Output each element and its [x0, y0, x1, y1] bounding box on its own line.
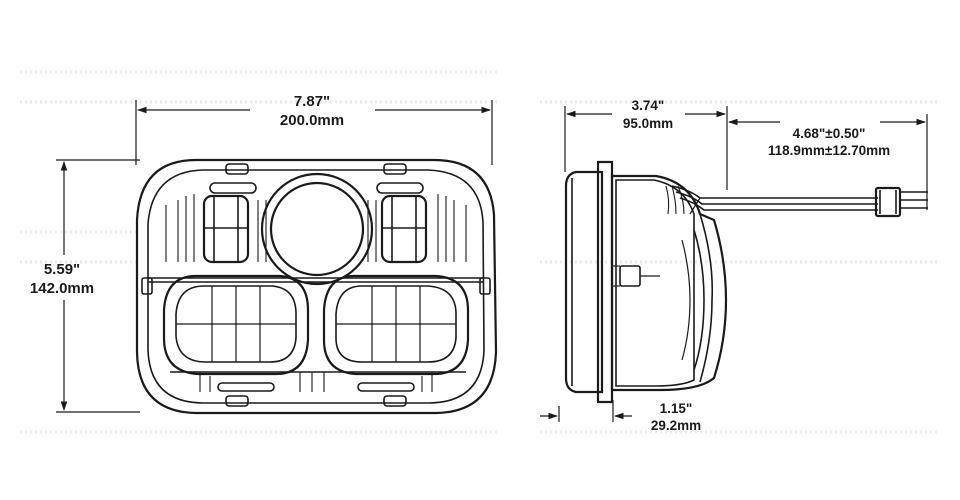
- wire-connector: [874, 186, 902, 218]
- lead-length-inches: 4.68"±0.50": [793, 126, 866, 141]
- front-height-dimension: 5.59" 142.0mm: [30, 159, 140, 413]
- wire-harness: [671, 185, 928, 218]
- flange-dimension: 1.15" 29.2mm: [540, 400, 701, 433]
- side-housing-body: [610, 174, 728, 392]
- headlight-housing: [135, 158, 498, 415]
- lower-left-lens: [162, 274, 310, 376]
- side-depth-inches: 3.74": [632, 98, 665, 113]
- side-depth-dimension: 3.74" 95.0mm: [564, 98, 728, 190]
- lead-length-mm: 118.9mm±12.70mm: [768, 143, 890, 158]
- upper-marker-lamps: [202, 194, 428, 264]
- center-round-lamp: [260, 172, 374, 286]
- lower-right-lens: [322, 274, 470, 376]
- front-height-inches: 5.59": [44, 261, 80, 278]
- flange-inches: 1.15": [660, 401, 693, 416]
- mounting-tabs: [141, 163, 491, 407]
- wire-lead-dimension: 4.68"±0.50" 118.9mm±12.70mm: [728, 114, 928, 210]
- flange-mm: 29.2mm: [651, 418, 701, 433]
- side-heat-fins: [665, 185, 685, 215]
- front-width-dimension: 7.87" 200.0mm: [135, 93, 493, 165]
- top-slots: [209, 182, 424, 392]
- front-height-mm: 142.0mm: [30, 280, 94, 297]
- lower-lamp-frame: [148, 277, 484, 373]
- front-width-mm: 200.0mm: [280, 112, 344, 129]
- side-view: 3.74" 95.0mm 4.68"±0.50" 118.9mm±12.70mm…: [540, 98, 928, 433]
- side-flange: [564, 160, 614, 404]
- side-depth-mm: 95.0mm: [623, 116, 673, 131]
- front-width-inches: 7.87": [294, 93, 330, 110]
- background-faint-lines: [20, 70, 940, 434]
- front-view: 7.87" 200.0mm 5.59" 142.0mm: [30, 93, 498, 415]
